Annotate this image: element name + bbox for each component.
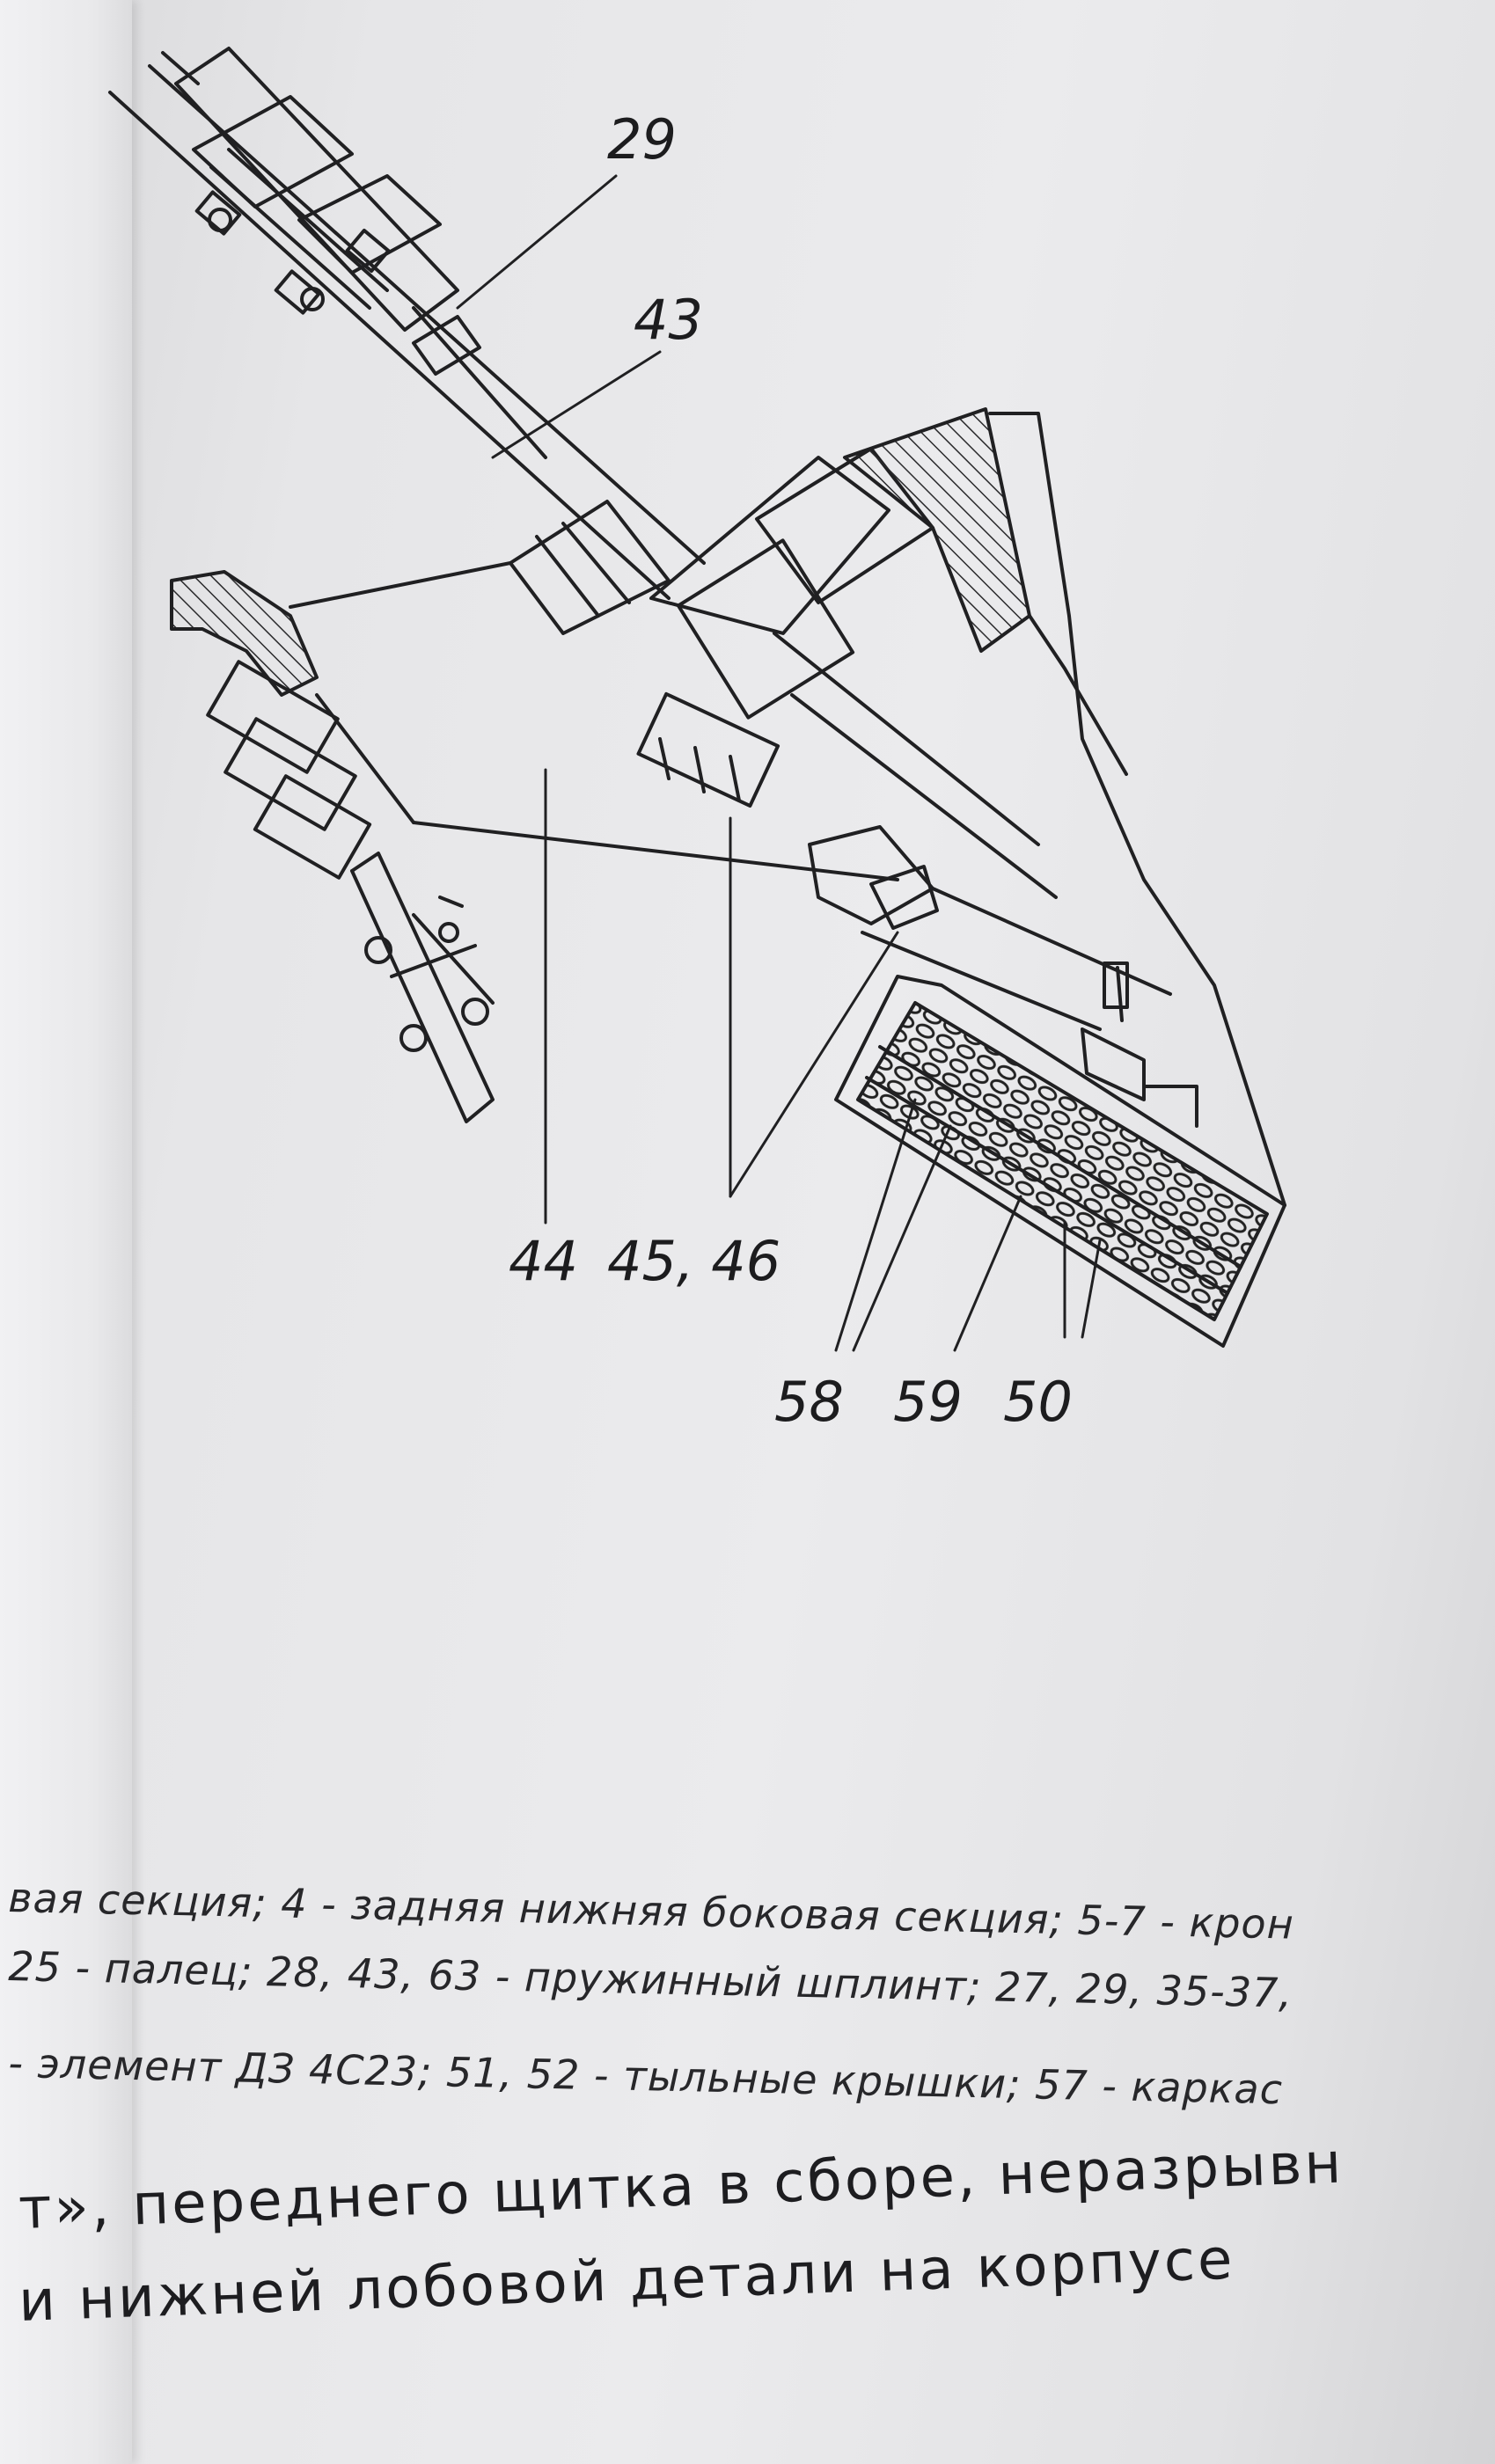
body-text-line-2: и нижней лобовой детали на корпусе [18, 2226, 1236, 2335]
page-fold-shadow [0, 0, 132, 2464]
callout-45-46: 45, 46 [607, 1229, 780, 1293]
mount-block [509, 447, 1172, 1031]
upper-rod [108, 47, 706, 600]
body-text-line-1: т», переднего щитка в сборе, неразрывн [18, 2131, 1345, 2242]
callout-43: 43 [634, 288, 703, 352]
callout-44: 44 [509, 1229, 578, 1293]
caption-line-3: - элемент ДЗ 4С23; 51, 52 - тыльные крыш… [7, 2039, 1284, 2114]
technical-drawing: 29 43 44 45, 46 58 59 50 [108, 47, 1286, 1434]
callout-29: 29 [607, 107, 677, 172]
caption-line-1: вая секция; 4 - задняя нижняя боковая се… [7, 1874, 1295, 1949]
callout-59: 59 [893, 1370, 963, 1434]
callout-58: 58 [774, 1370, 844, 1434]
callout-50: 50 [1003, 1370, 1073, 1434]
caption-line-2: 25 - палец; 28, 43, 63 - пружинный шплин… [7, 1942, 1293, 2017]
hatched-armor [843, 407, 1286, 1207]
leader-lines [456, 174, 1102, 1352]
armor-element [834, 961, 1286, 1348]
left-bracket [170, 561, 899, 1123]
